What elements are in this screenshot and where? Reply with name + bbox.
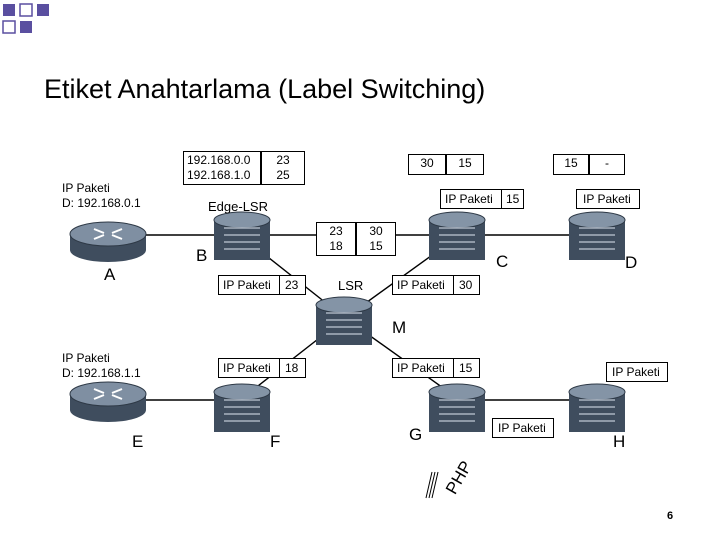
label-switch-router-icon: [428, 211, 486, 260]
corner-squares-decoration: [2, 3, 49, 34]
table-b-col2: 23 25: [261, 151, 305, 185]
packet-b-m: IP Paketi 23: [218, 275, 306, 295]
table-c-col2: 15: [446, 154, 484, 175]
packet-top-c: IP Paketi 15: [440, 189, 524, 209]
node-label-c: C: [496, 252, 509, 271]
page-number: 6: [667, 510, 674, 522]
packet-label-e: IP Paketi D: 192.168.1.1: [62, 351, 141, 380]
label-switch-router-icon: [568, 211, 626, 260]
node-label-m: M: [392, 318, 407, 337]
node-label-e: E: [132, 432, 144, 451]
label-switch-router-icon: [428, 383, 486, 432]
table-d-col1: 15: [553, 154, 589, 175]
edge-lsr-label: Edge-LSR: [208, 199, 268, 214]
lsr-label: LSR: [338, 278, 364, 293]
router-icon: [69, 221, 147, 262]
router-icon: [69, 381, 147, 422]
label-switch-router-icon: [315, 296, 373, 345]
packet-g-h: IP Paketi: [492, 418, 554, 438]
node-label-d: D: [625, 253, 638, 272]
node-label-f: F: [270, 432, 281, 451]
packet-m-c: IP Paketi 30: [392, 275, 480, 295]
label-switch-router-icon: [568, 383, 626, 432]
packet-f-m: IP Paketi 18: [218, 358, 306, 378]
slide-title: Etiket Anahtarlama (Label Switching): [44, 74, 486, 104]
packet-h: IP Paketi: [606, 362, 668, 382]
table-d-col2: -: [589, 154, 625, 175]
node-label-g: G: [409, 425, 423, 444]
table-m-col2: 30 15: [356, 222, 396, 256]
packet-m-g: IP Paketi 15: [392, 358, 480, 378]
php-stamp-lines: [425, 471, 439, 499]
table-b-col1: 192.168.0.0 192.168.1.0: [183, 151, 261, 185]
node-label-a: A: [104, 265, 116, 284]
table-c-col1: 30: [408, 154, 446, 175]
label-switch-router-icon: [213, 383, 271, 432]
packet-top-d: IP Paketi: [576, 189, 640, 209]
packet-label-a: IP Paketi D: 192.168.0.1: [62, 181, 141, 210]
node-label-b: B: [196, 246, 208, 265]
table-m-col1: 23 18: [316, 222, 356, 256]
node-label-h: H: [613, 432, 626, 451]
label-switch-router-icon: [213, 211, 271, 260]
